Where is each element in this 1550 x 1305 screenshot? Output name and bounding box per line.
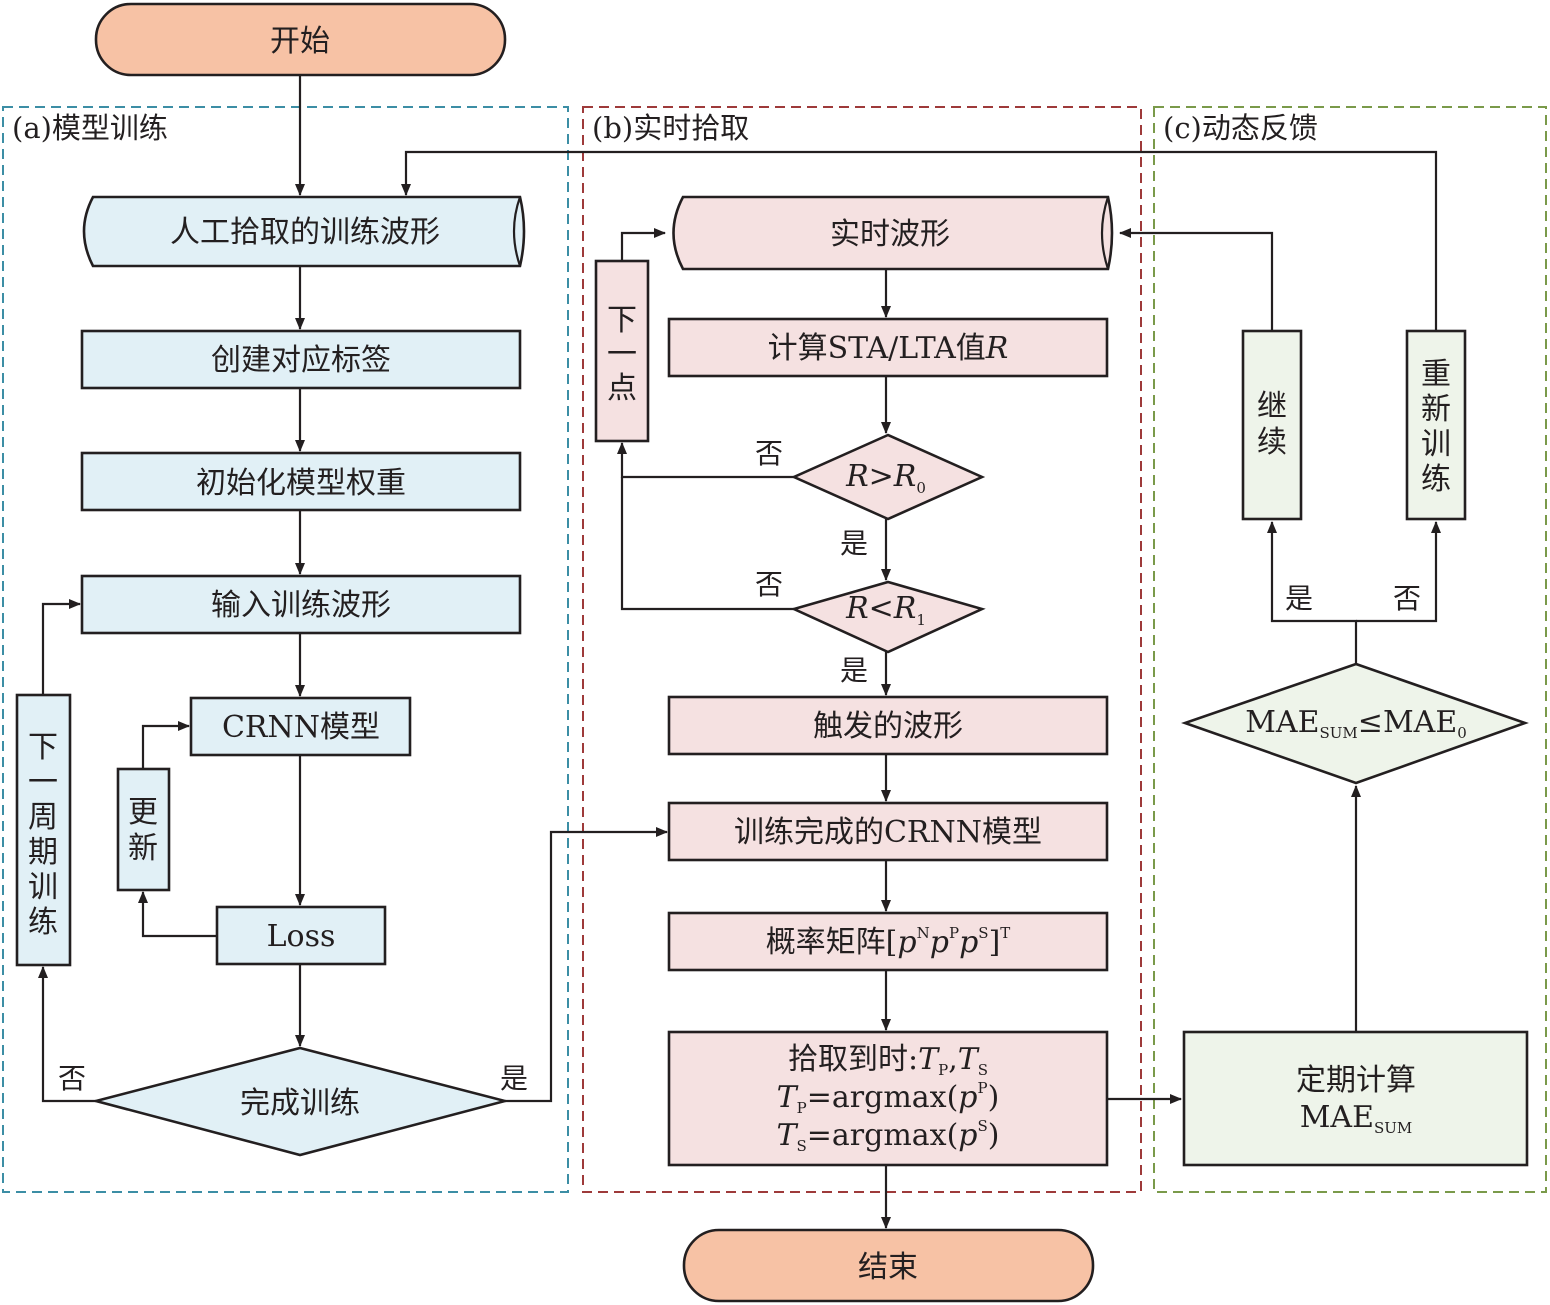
condition-r-lt-r1-label: R<R1 xyxy=(845,591,926,629)
mae-threshold-decision xyxy=(1181,662,1529,785)
cond2-no-label: 否 xyxy=(755,568,783,601)
finish-training-label: 完成训练 xyxy=(240,1086,360,1121)
loss-label: Loss xyxy=(267,919,336,954)
mae-threshold-label: MAESUM≤MAE0 xyxy=(1245,705,1467,742)
triggered-waveform-label: 触发的波形 xyxy=(813,709,963,744)
mae-sum-label: MAESUM xyxy=(1300,1100,1413,1137)
start-label: 开始 xyxy=(270,24,330,59)
finish-training-decision xyxy=(90,1046,511,1157)
next-cycle-box xyxy=(15,693,72,967)
pick-result-line-2: TP=argmax(pP) xyxy=(777,1079,1000,1117)
finish-yes-label: 是 xyxy=(500,1062,528,1095)
mae-no-label: 否 xyxy=(1393,582,1421,615)
continue-char-1: 继 xyxy=(1257,389,1287,424)
retrain-char-3: 训 xyxy=(1421,427,1451,462)
init-weights-label: 初始化模型权重 xyxy=(196,466,406,501)
crnn-model-box xyxy=(189,696,412,757)
continue-box xyxy=(1241,329,1303,521)
next-point-char-3: 点 xyxy=(607,371,637,406)
next-cycle-char-3: 周 xyxy=(28,800,58,835)
retrain-char-4: 练 xyxy=(1421,462,1451,497)
loss-box xyxy=(215,905,387,966)
realtime-waveform-store xyxy=(672,195,1114,271)
next-point-box xyxy=(594,259,650,443)
pick-result-line-3: TS=argmax(pS) xyxy=(776,1117,999,1155)
realtime-waveform-label: 实时波形 xyxy=(830,217,950,252)
prob-matrix-box xyxy=(667,911,1109,972)
compute-mae-box xyxy=(1182,1030,1529,1167)
end-label: 结束 xyxy=(858,1250,918,1285)
next-cycle-char-4: 期 xyxy=(28,835,58,870)
input-waveform-label: 输入训练波形 xyxy=(211,588,391,623)
cond1-no-label: 否 xyxy=(755,437,783,470)
mae-yes-label: 是 xyxy=(1285,582,1313,615)
crnn-model-label: CRNN模型 xyxy=(222,710,380,745)
cond2-yes-label: 是 xyxy=(840,654,868,687)
section-a-frame xyxy=(2,106,569,1193)
finish-no-label: 否 xyxy=(58,1062,86,1095)
section-b-title: (b)实时拾取 xyxy=(592,111,749,145)
compute-mae-label: 定期计算 xyxy=(1296,1063,1416,1098)
trained-model-label: 训练完成的CRNN模型 xyxy=(734,815,1042,850)
update-label-2: 新 xyxy=(128,831,158,866)
next-cycle-char-6: 练 xyxy=(28,905,58,940)
section-c-title: (c)动态反馈 xyxy=(1163,111,1318,145)
condition-r-gt-r0-label: R>R0 xyxy=(845,459,926,497)
update-label-1: 更 xyxy=(128,795,158,830)
next-point-char-2: 一 xyxy=(607,337,637,372)
condition-r-lt-r1 xyxy=(790,580,986,654)
triggered-waveform-box xyxy=(667,695,1109,756)
compute-sta-lta-label: 计算STA/LTA值R xyxy=(768,331,1009,366)
manual-waveform-label: 人工拾取的训练波形 xyxy=(170,215,440,250)
section-a-title: (a)模型训练 xyxy=(12,111,168,145)
next-cycle-char-1: 下 xyxy=(28,730,58,765)
trained-model-box xyxy=(667,801,1109,862)
init-weights-box xyxy=(80,451,522,512)
cond1-yes-label: 是 xyxy=(840,527,868,560)
update-box xyxy=(116,767,171,892)
section-c-frame xyxy=(1153,106,1547,1193)
next-cycle-char-2: 一 xyxy=(28,765,58,800)
retrain-char-2: 新 xyxy=(1421,392,1451,427)
section-b-frame xyxy=(582,106,1142,1193)
create-labels-label: 创建对应标签 xyxy=(211,343,391,378)
prob-matrix-label: 概率矩阵[pNpPpS]T xyxy=(766,924,1011,960)
continue-char-2: 续 xyxy=(1257,425,1287,460)
next-cycle-char-5: 训 xyxy=(28,870,58,905)
manual-waveform-store xyxy=(82,195,526,268)
condition-r-gt-r0 xyxy=(790,433,986,521)
retrain-box xyxy=(1405,329,1467,521)
pick-result-line-1: 拾取到时:TP,TS xyxy=(788,1042,988,1079)
compute-sta-lta-box xyxy=(667,317,1109,378)
end-terminal xyxy=(682,1228,1095,1303)
retrain-char-1: 重 xyxy=(1421,357,1451,392)
next-point-char-1: 下 xyxy=(607,303,637,338)
